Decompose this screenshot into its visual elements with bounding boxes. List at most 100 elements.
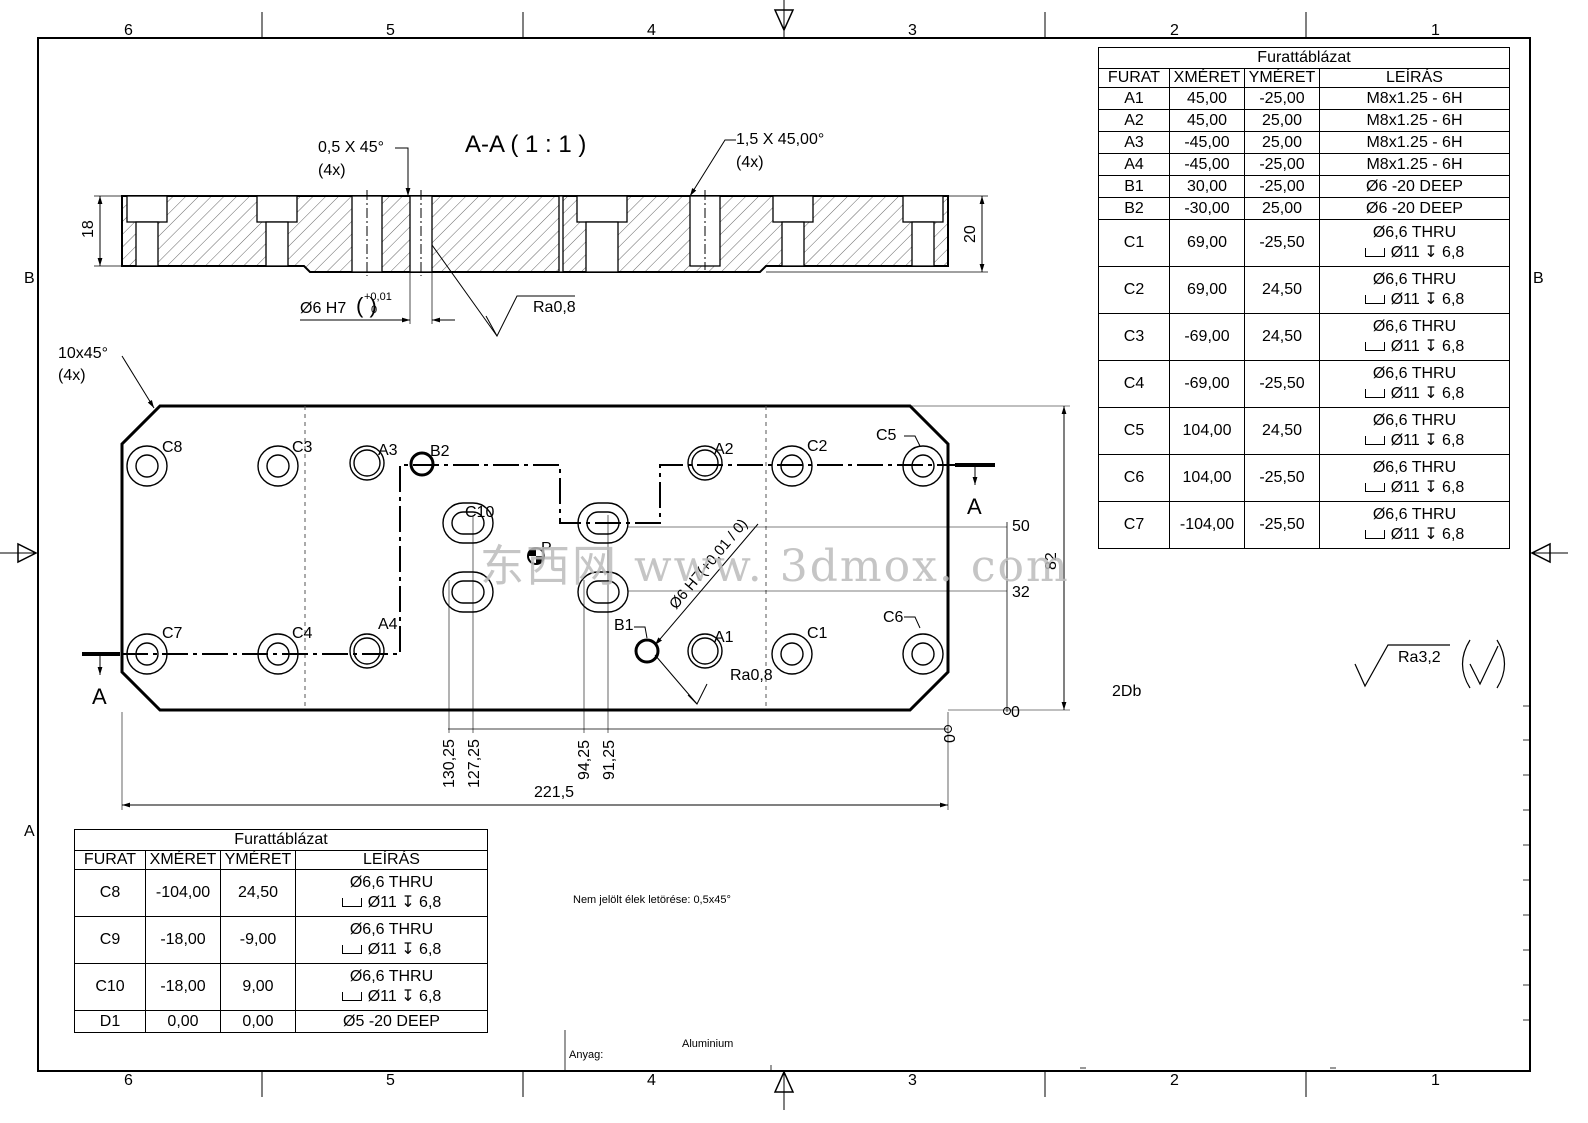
description-line-2: Ø11 ↧ 6,8 bbox=[1322, 290, 1507, 310]
cell-x: 104,00 bbox=[1169, 454, 1245, 502]
cell-id: A3 bbox=[1098, 131, 1170, 154]
ord-0-h: 0 bbox=[942, 734, 959, 743]
zone-bottom-5: 5 bbox=[386, 1072, 395, 1089]
cell-y: -25,50 bbox=[1244, 360, 1320, 408]
description-line-1: Ø6,6 THRU bbox=[1372, 412, 1457, 429]
cell-y: -25,50 bbox=[1244, 454, 1320, 502]
counterbore-spec: Ø11 ↧ 6,8 bbox=[1390, 291, 1465, 308]
cell-description: M8x1.25 - 6H bbox=[1319, 153, 1510, 176]
cell-y: 0,00 bbox=[220, 1010, 296, 1033]
cell-x: 69,00 bbox=[1169, 266, 1245, 314]
hole-label-b1: B1 bbox=[614, 617, 634, 634]
zone-bottom-3: 3 bbox=[908, 1072, 917, 1089]
cell-x: -45,00 bbox=[1169, 153, 1245, 176]
cell-id: C7 bbox=[1098, 501, 1170, 549]
general-roughness-value: Ra3,2 bbox=[1398, 649, 1441, 666]
section-body bbox=[121, 195, 949, 273]
zone-top-4: 4 bbox=[647, 22, 656, 39]
counterbore-icon bbox=[1364, 295, 1385, 305]
counterbore-icon bbox=[1364, 436, 1385, 446]
col-xmeret: XMÉRET bbox=[1169, 68, 1245, 88]
cell-x: 0,00 bbox=[145, 1010, 221, 1033]
zone-bottom-6: 6 bbox=[124, 1072, 133, 1089]
cell-x: -45,00 bbox=[1169, 131, 1245, 154]
cell-id: B2 bbox=[1098, 197, 1170, 220]
corner-chamfer-label: 10x45° bbox=[58, 345, 108, 362]
ord-130-25: 130,25 bbox=[441, 739, 458, 788]
cell-y: 9,00 bbox=[220, 963, 296, 1011]
plate-outline bbox=[120, 404, 950, 712]
section-roughness: Ra0,8 bbox=[533, 299, 576, 316]
cell-y: -25,50 bbox=[1244, 219, 1320, 267]
cell-x: -18,00 bbox=[145, 916, 221, 964]
ord-91-25: 91,25 bbox=[601, 740, 618, 780]
zone-top-5: 5 bbox=[386, 22, 395, 39]
cell-id: C4 bbox=[1098, 360, 1170, 408]
zone-top-2: 2 bbox=[1170, 22, 1179, 39]
cell-id: C9 bbox=[74, 916, 146, 964]
description-line-1: Ø5 -20 DEEP bbox=[343, 1012, 440, 1030]
cell-x: -18,00 bbox=[145, 963, 221, 1011]
cell-description: Ø6,6 THRU Ø11 ↧ 6,8 bbox=[1319, 501, 1510, 549]
cell-id: C8 bbox=[74, 869, 146, 917]
cell-id: A4 bbox=[1098, 153, 1170, 176]
description-line-1: M8x1.25 - 6H bbox=[1366, 133, 1463, 151]
hole-label-a2: A2 bbox=[714, 441, 734, 458]
hole-table-left: Furattáblázat FURAT XMÉRET YMÉRET LEÍRÁS… bbox=[74, 829, 488, 1033]
hole-label-a1: A1 bbox=[714, 629, 734, 646]
counterbore-icon bbox=[1364, 389, 1385, 399]
cell-y: 24,50 bbox=[220, 869, 296, 917]
cell-id: C6 bbox=[1098, 454, 1170, 502]
cell-description: Ø6,6 THRU Ø11 ↧ 6,8 bbox=[1319, 407, 1510, 455]
counterbore-icon bbox=[341, 898, 362, 908]
zone-top-1: 1 bbox=[1431, 22, 1440, 39]
description-line-2: Ø11 ↧ 6,8 bbox=[1322, 525, 1507, 545]
cell-id: C5 bbox=[1098, 407, 1170, 455]
hole-tol-upper: +0,01 bbox=[364, 291, 392, 303]
cell-id: A2 bbox=[1098, 109, 1170, 132]
description-line-1: Ø6,6 THRU bbox=[349, 968, 434, 985]
hole-label-c10: C10 bbox=[465, 504, 494, 521]
zone-side-left-a: A bbox=[24, 823, 35, 840]
general-roughness: Ra3,2 2Db bbox=[1112, 639, 1506, 700]
chamfer-left-label: 0,5 X 45° bbox=[318, 139, 384, 156]
description-line-2: Ø11 ↧ 6,8 bbox=[298, 940, 485, 960]
col-leiras: LEÍRÁS bbox=[1319, 68, 1510, 88]
edge-note: Nem jelölt élek letörése: 0,5x45° bbox=[573, 894, 731, 906]
description-line-2: Ø11 ↧ 6,8 bbox=[1322, 431, 1507, 451]
col-ymeret: YMÉRET bbox=[1244, 68, 1320, 88]
watermark: 东西网 www. 3dmox. com bbox=[480, 541, 1070, 592]
cell-y: -9,00 bbox=[220, 916, 296, 964]
description-line-1: Ø6 -20 DEEP bbox=[1366, 199, 1463, 217]
section-mark-left: A bbox=[92, 684, 107, 709]
counterbore-icon bbox=[1364, 342, 1385, 352]
counterbore-spec: Ø11 ↧ 6,8 bbox=[367, 894, 442, 911]
description-line-2: Ø11 ↧ 6,8 bbox=[298, 987, 485, 1007]
zone-side-right-b: B bbox=[1533, 270, 1544, 287]
col-leiras: LEÍRÁS bbox=[295, 850, 488, 870]
section-title: A-A ( 1 : 1 ) bbox=[465, 131, 586, 158]
counterbore-icon bbox=[341, 992, 362, 1002]
cell-y: 24,50 bbox=[1244, 313, 1320, 361]
cell-description: Ø5 -20 DEEP bbox=[295, 1010, 488, 1033]
dim-18: 18 bbox=[80, 220, 97, 238]
description-line-1: Ø6,6 THRU bbox=[1372, 271, 1457, 288]
cell-x: -69,00 bbox=[1169, 360, 1245, 408]
zone-bottom-1: 1 bbox=[1431, 1072, 1440, 1089]
hole-tol-lower: 0 bbox=[371, 304, 377, 316]
description-line-1: Ø6,6 THRU bbox=[1372, 506, 1457, 523]
ord-32: 32 bbox=[1012, 584, 1030, 601]
counterbore-spec: Ø11 ↧ 6,8 bbox=[1390, 479, 1465, 496]
hole-label-c5: C5 bbox=[876, 427, 897, 444]
cell-y: -25,00 bbox=[1244, 153, 1320, 176]
